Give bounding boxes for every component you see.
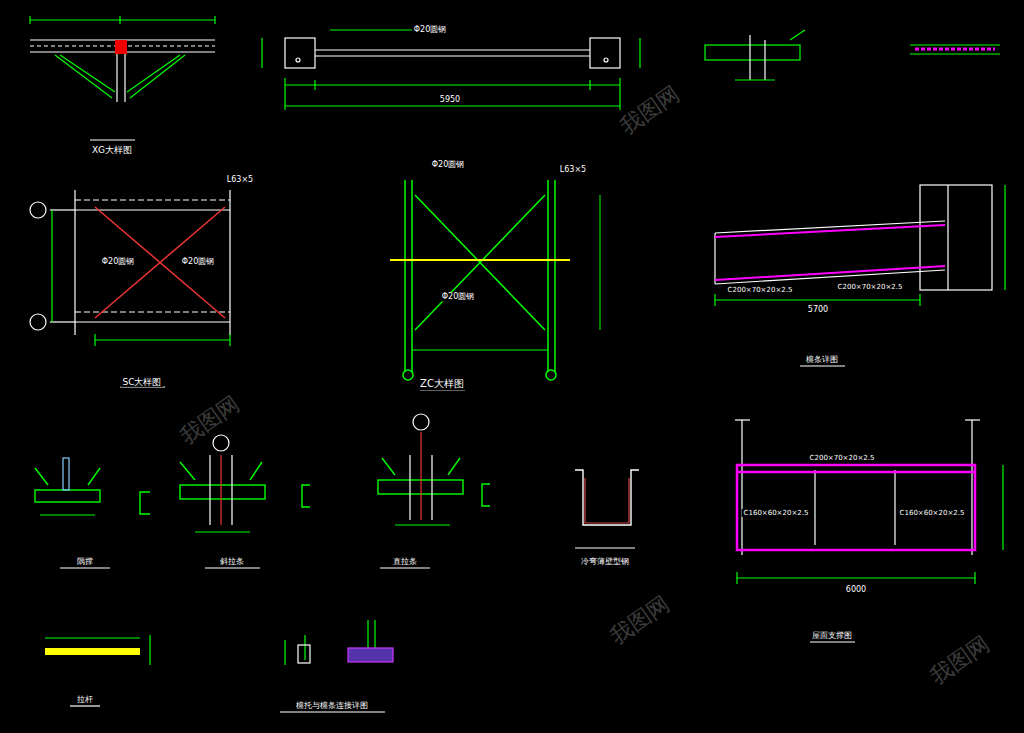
figure-title: 斜拉条 (218, 557, 246, 566)
figure-title: SC大样图 (121, 377, 164, 387)
member-label: C200×70×20×2.5 (726, 286, 795, 294)
dimension: 5700 (806, 305, 830, 314)
figure-title: 直拉条 (391, 557, 419, 566)
member-label: Φ20圆钢 (180, 257, 216, 266)
member-label: L63×5 (225, 175, 255, 184)
member-label: Φ20圆钢 (412, 25, 448, 34)
member-label: Φ20圆钢 (440, 292, 476, 301)
figure-title: XG大样图 (90, 145, 134, 155)
member-label: C200×70×20×2.5 (808, 454, 877, 462)
member-label: L63×5 (558, 165, 588, 174)
watermark: 我图网 (604, 590, 676, 651)
figure-title: ZC大样图 (418, 378, 466, 390)
figure-title: 屋面支撑图 (810, 631, 854, 640)
note-text: 冷弯薄壁型钢 (579, 557, 631, 566)
member-label: C160×60×20×2.5 (898, 509, 967, 517)
member-label: Φ20圆钢 (430, 160, 466, 169)
figure-title: 拉杆 (75, 695, 95, 704)
figure-title: 隅撑 (75, 557, 95, 566)
watermark: 我图网 (614, 80, 686, 141)
dimension: 5950 (438, 95, 462, 104)
member-label: Φ20圆钢 (100, 257, 136, 266)
watermark: 我图网 (924, 630, 996, 691)
figure-title: 檩托与檩条连接详图 (294, 701, 370, 710)
figure-title: 檩条详图 (804, 355, 840, 364)
member-label: C200×70×20×2.5 (836, 283, 905, 291)
dimension: 6000 (844, 585, 868, 594)
watermark: 我图网 (174, 390, 246, 451)
member-label: C160×60×20×2.5 (742, 509, 811, 517)
